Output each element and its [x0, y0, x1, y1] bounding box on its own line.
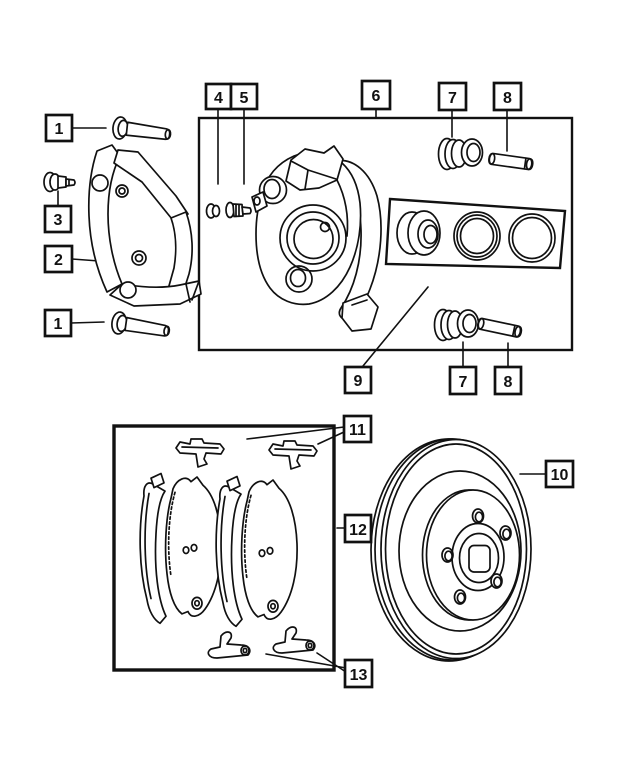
leader-lines [57, 108, 547, 673]
callout-guide-pin-bushing-lower: 7 [448, 365, 478, 396]
callout-bleeder-screw: 5 [229, 82, 259, 111]
callout-bleeder-cap: 4 [204, 82, 233, 111]
callout-brake-rotor: 10 [544, 459, 575, 489]
mounting-bolt-upper [111, 115, 173, 146]
svg-text:8: 8 [504, 374, 513, 391]
seal-kit-box [384, 197, 567, 270]
caliper-group-box [197, 116, 574, 352]
svg-text:13: 13 [350, 667, 368, 684]
svg-text:9: 9 [354, 373, 363, 390]
callout-pad-clips-upper: 11 [342, 414, 373, 444]
callout-brake-pad-kit: 12 [343, 513, 373, 544]
guide-pin-lower [476, 316, 524, 339]
adapter-bracket [87, 144, 202, 307]
svg-text:7: 7 [459, 374, 468, 391]
brake-pads-left [139, 472, 223, 625]
caliper [251, 145, 382, 332]
adapter-stud [43, 171, 76, 193]
svg-text:4: 4 [214, 90, 223, 107]
callout-guide-pin-lower: 8 [493, 365, 523, 396]
svg-text:11: 11 [349, 422, 366, 439]
callout-guide-pin-bushing-upper: 7 [437, 81, 468, 112]
svg-text:5: 5 [240, 90, 249, 107]
svg-text:1: 1 [55, 121, 64, 138]
callout-caliper-assembly: 6 [360, 79, 392, 111]
svg-text:10: 10 [551, 467, 569, 484]
guide-pin-bushing-upper [437, 137, 484, 171]
svg-text:3: 3 [54, 212, 63, 229]
bleeder-cap [205, 203, 221, 219]
pad-clip-upper-right [268, 440, 318, 470]
callout-guide-pin-upper: 8 [492, 81, 523, 112]
callout-adapter-bracket: 2 [43, 244, 74, 274]
pad-clip-lower-right [272, 626, 316, 654]
svg-text:8: 8 [503, 90, 512, 107]
callout-mounting-bolt-upper: 1 [44, 113, 74, 143]
pad-clip-lower-left [207, 631, 251, 659]
svg-text:6: 6 [372, 88, 381, 105]
pad-clip-upper-left [175, 438, 225, 468]
svg-text:2: 2 [54, 252, 63, 269]
bleeder-screw [225, 201, 252, 219]
caliper-seal-kit [396, 210, 556, 263]
pad-kit-box [112, 424, 336, 672]
guide-pin-bushing-lower [433, 308, 480, 342]
svg-text:12: 12 [349, 522, 367, 539]
callout-pad-clips-lower: 13 [343, 658, 374, 689]
brake-pads-right [215, 475, 299, 628]
callout-seal-kit: 9 [343, 365, 373, 395]
svg-text:7: 7 [448, 90, 457, 107]
svg-text:1: 1 [54, 316, 63, 333]
callout-mounting-bolt-lower: 1 [43, 308, 73, 338]
brake-rotor [370, 438, 532, 662]
mounting-bolt-lower [109, 310, 172, 342]
guide-pin-upper [487, 152, 535, 171]
callout-adapter-stud: 3 [43, 204, 73, 234]
